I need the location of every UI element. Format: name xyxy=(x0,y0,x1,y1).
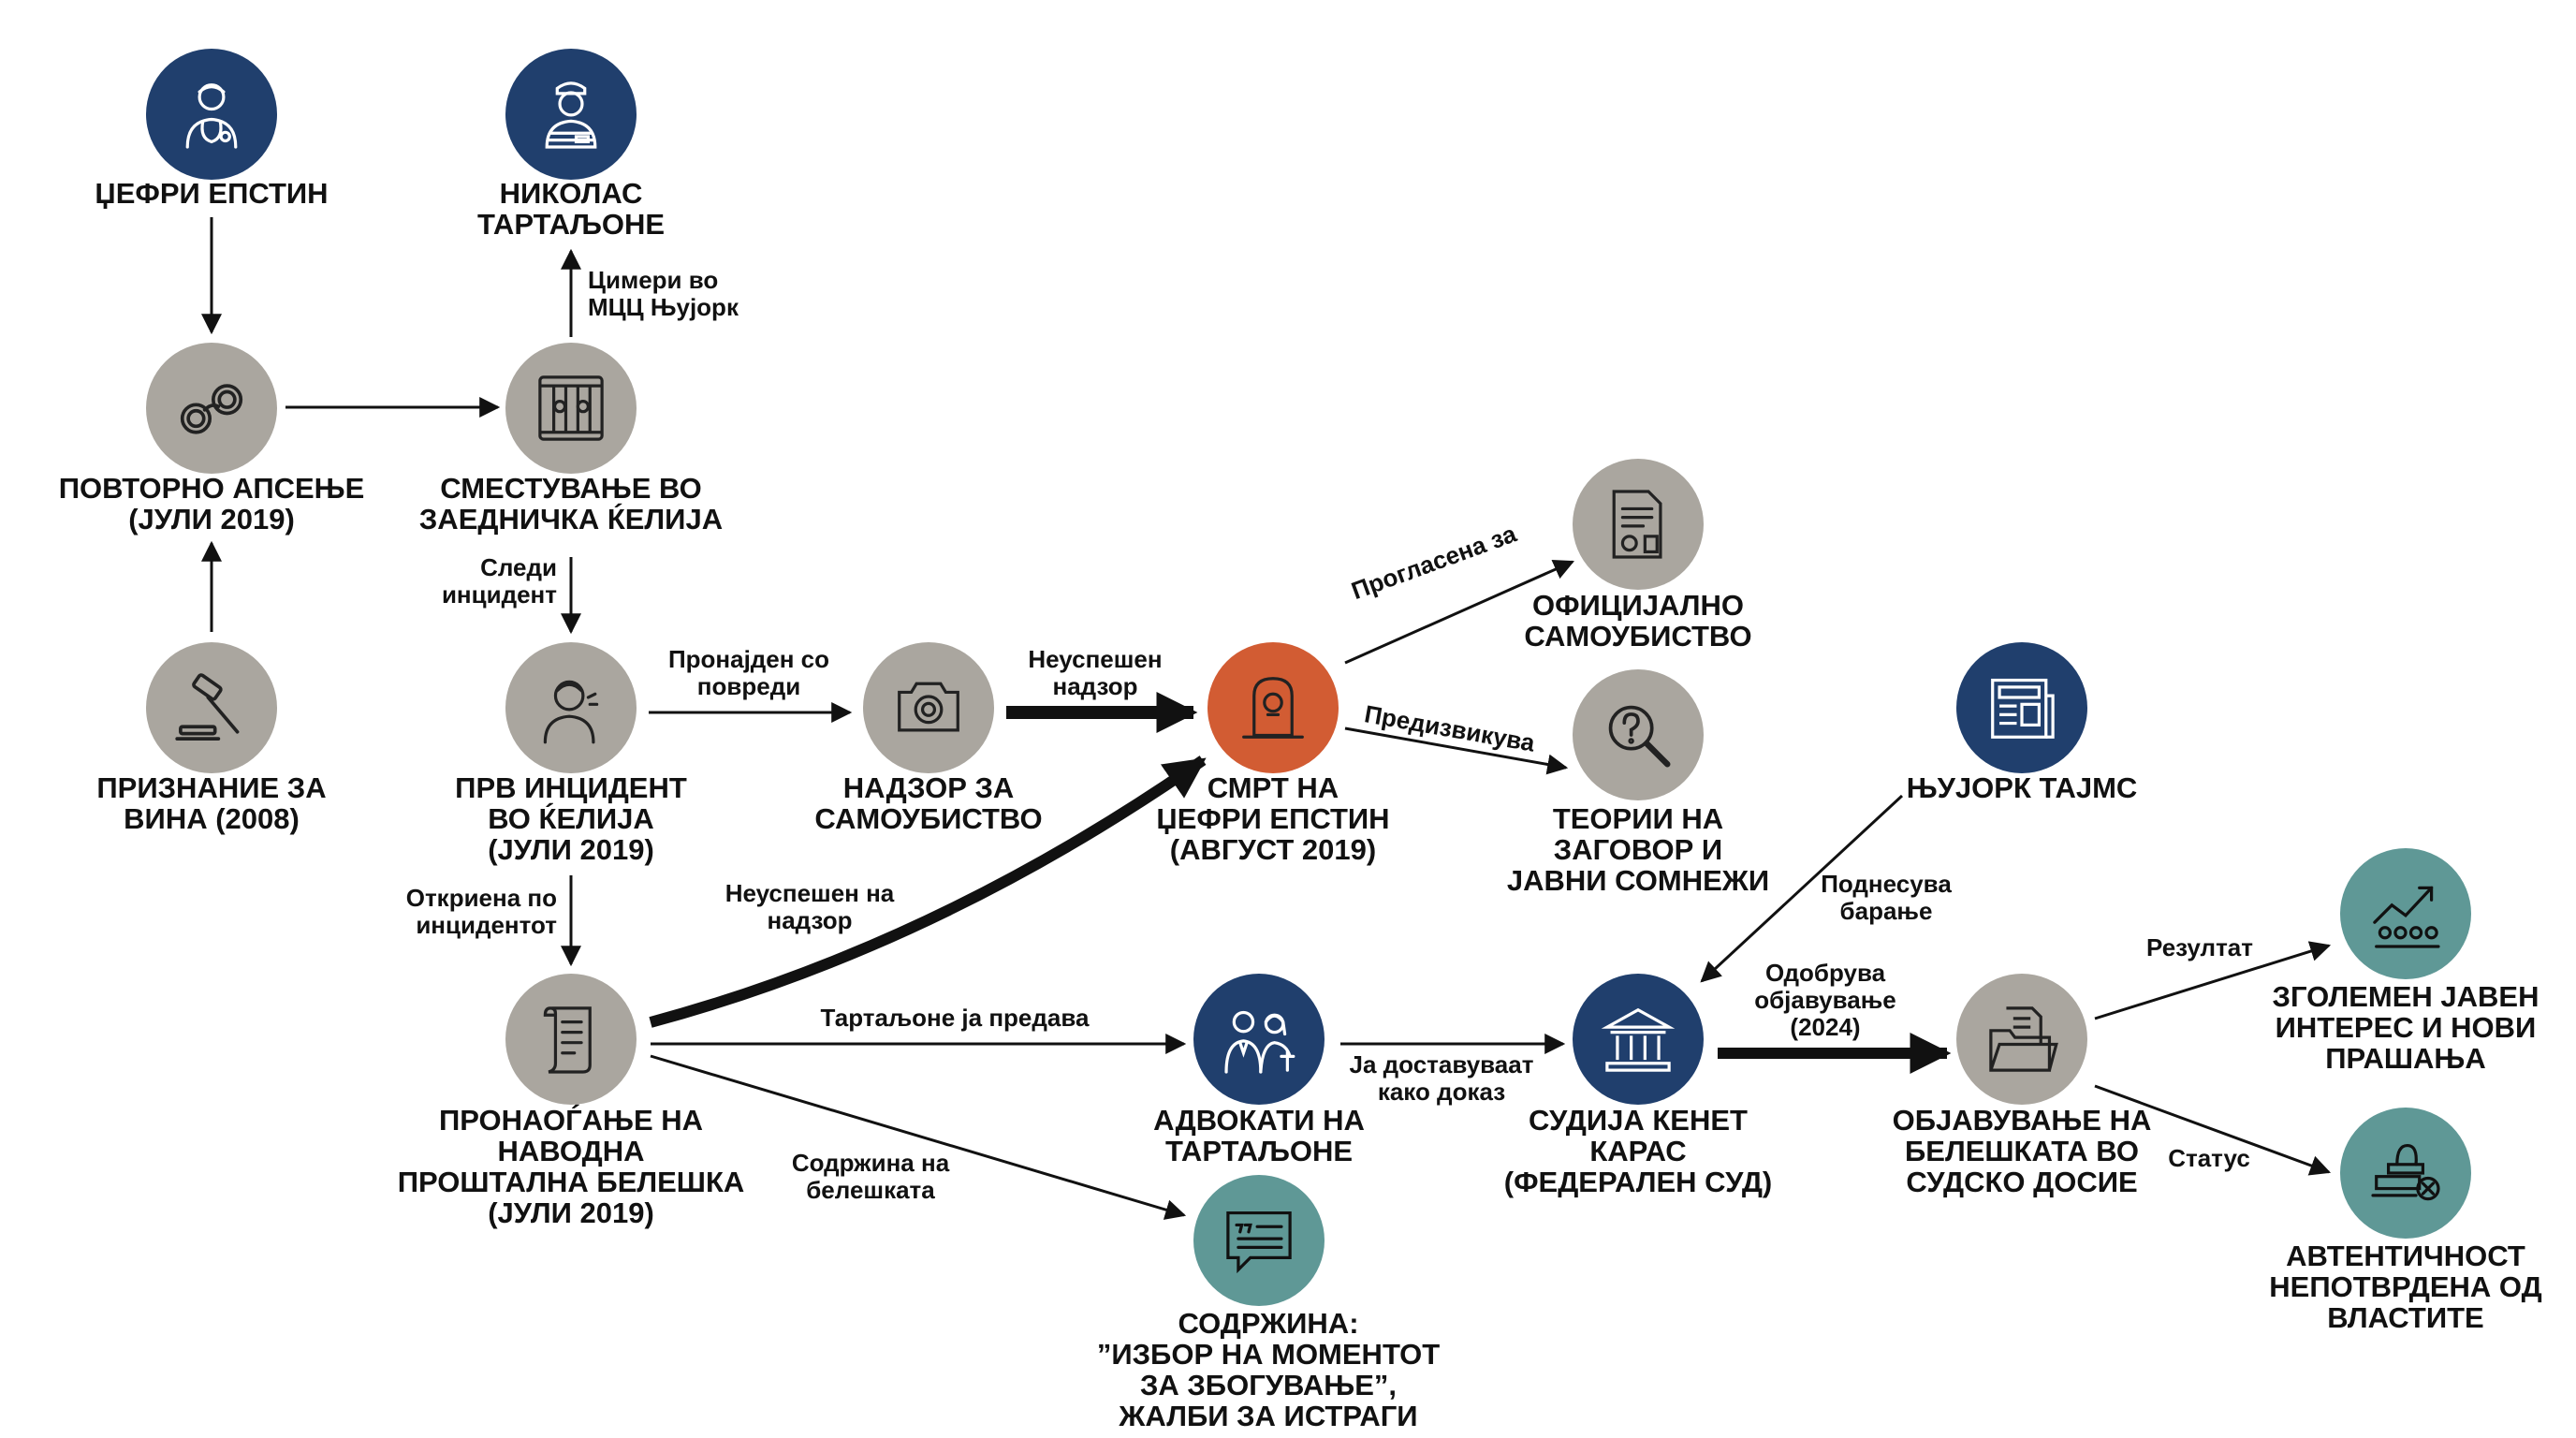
edge-label-discovered-after: Откриена по инцидентот xyxy=(405,884,557,939)
quote-bubble-icon xyxy=(1226,1211,1292,1274)
label-epstein: ЏЕФРИ ЕПСТИН xyxy=(95,177,329,210)
label-tartaglione: НИКОЛАС ТАРТАЉОНЕ xyxy=(476,177,666,241)
scroll-icon xyxy=(543,1006,592,1074)
node-death[interactable] xyxy=(1208,642,1339,773)
edge-label-filed-request: Поднесува барање xyxy=(1821,870,1952,925)
label-conspiracy: ТЕОРИИ НА ЗАГОВОР И ЈАВНИ СОМНЕЖИ xyxy=(1506,802,1770,897)
node-nyt[interactable] xyxy=(1956,642,2087,773)
node-first-incident[interactable] xyxy=(505,642,637,773)
node-tartaglione[interactable] xyxy=(505,49,637,180)
edge-death-conspiracy xyxy=(1344,726,1569,775)
jail-cell-icon xyxy=(538,375,604,441)
node-guilty-plea[interactable] xyxy=(146,642,277,773)
label-guilty-plea: ПРИЗНАНИЕ ЗА ВИНА (2008) xyxy=(96,771,327,835)
document-stamp-icon xyxy=(1612,490,1662,559)
edge-label-followed-incident: Следи инцидент xyxy=(441,553,557,609)
label-publication: ОБЈАВУВАЊЕ НА БЕЛЕШКАТА ВО СУДСКО ДОСИЕ xyxy=(1892,1104,2152,1198)
edge-label-status: Статус xyxy=(2168,1144,2250,1172)
tombstone-icon xyxy=(1242,677,1304,739)
node-judge[interactable] xyxy=(1573,974,1704,1105)
label-shared-cell: СМЕСТУВАЊЕ ВО ЗАЕДНИЧКА ЌЕЛИЈА xyxy=(418,472,724,536)
edge-publication-interest xyxy=(2094,941,2332,1020)
node-note-found[interactable] xyxy=(505,974,637,1105)
injured-person-icon xyxy=(543,680,599,744)
label-nyt: ЊУЈОРК ТАЈМС xyxy=(1906,771,2138,804)
lawyers-icon xyxy=(1224,1010,1295,1074)
label-official-suicide: ОФИЦИЈАЛНО САМОУБИСТВО xyxy=(1524,589,1752,653)
label-first-incident: ПРВ ИНЦИДЕНТ ВО ЌЕЛИЈА (ЈУЛИ 2019) xyxy=(455,771,687,866)
node-public-interest[interactable] xyxy=(2340,848,2471,979)
folder-icon xyxy=(1989,1006,2058,1072)
edge-publication-authenticity xyxy=(2094,1084,2332,1176)
edge-label-submit-evidence: Ја доставуваат како доказ xyxy=(1349,1050,1534,1106)
edge-label-result: Резултат xyxy=(2146,933,2253,961)
label-public-interest: ЗГОЛЕМЕН ЈАВЕН ИНТЕРЕС И НОВИ ПРАШАЊА xyxy=(2272,980,2539,1075)
label-authenticity: АВТЕНТИЧНОСТ НЕПОТВРДЕНА ОД ВЛАСТИТЕ xyxy=(2269,1240,2542,1334)
prisoner-icon xyxy=(545,81,597,149)
edge-nyt-judge xyxy=(1700,794,1904,983)
edge-death-official xyxy=(1344,559,1575,665)
edge-label-approves: Одобрува објавување (2024) xyxy=(1754,959,1896,1041)
edge-label-cellmates: Цимери во МЦЦ Њујорк xyxy=(588,266,739,321)
label-lawyers: АДВОКАТИ НА ТАРТАЉОНЕ xyxy=(1153,1104,1365,1167)
label-content: СОДРЖИНА: ”ИЗБОР НА МОМЕНТОТ ЗА ЗБОГУВАЊ… xyxy=(1096,1307,1441,1432)
label-suicide-watch: НАДЗОР ЗА САМОУБИСТВО xyxy=(814,771,1043,835)
edge-note-content xyxy=(650,1054,1187,1220)
rejected-stamp-icon xyxy=(2371,1143,2440,1201)
edge-note-death xyxy=(649,756,1207,1028)
node-shared-cell[interactable] xyxy=(505,343,637,474)
node-conspiracy[interactable] xyxy=(1573,669,1704,800)
label-judge: СУДИЈА КЕНЕТ КАРАС (ФЕДЕРАЛЕН СУД) xyxy=(1503,1104,1773,1198)
courthouse-icon xyxy=(1601,1007,1676,1072)
edge-label-failed-watch-2: Неуспешен на надзор xyxy=(724,879,895,934)
growth-chart-icon xyxy=(2373,886,2440,948)
node-official-suicide[interactable] xyxy=(1573,459,1704,590)
node-publication[interactable] xyxy=(1956,974,2087,1105)
doctor-icon xyxy=(185,83,238,149)
handcuffs-icon xyxy=(180,384,243,434)
node-authenticity[interactable] xyxy=(2340,1108,2471,1239)
gavel-icon xyxy=(175,673,240,741)
node-suicide-watch[interactable] xyxy=(863,642,994,773)
label-rearrest: ПОВТОРНО АПСЕЊЕ (ЈУЛИ 2019) xyxy=(58,472,365,536)
node-epstein[interactable] xyxy=(146,49,277,180)
magnifier-question-icon xyxy=(1608,705,1671,768)
node-content[interactable] xyxy=(1193,1175,1325,1306)
label-note-found: ПРОНАОЃАЊЕ НА НАВОДНА ПРОШТАЛНА БЕЛЕШКА … xyxy=(397,1104,745,1229)
node-rearrest[interactable] xyxy=(146,343,277,474)
camera-icon xyxy=(898,682,959,732)
edge-label-found-injured: Пронајден со повреди xyxy=(667,645,830,700)
edge-label-hands-over: Тартаљоне ја предава xyxy=(820,1004,1090,1032)
edge-label-failed-watch: Неуспешен надзор xyxy=(1028,645,1163,700)
label-death: СМРТ НА ЏЕФРИ ЕПСТИН (АВГУСТ 2019) xyxy=(1156,771,1390,866)
newspaper-icon xyxy=(1991,678,2055,739)
node-lawyers[interactable] xyxy=(1193,974,1325,1105)
edge-label-note-content: Содржина на белешката xyxy=(791,1149,950,1204)
